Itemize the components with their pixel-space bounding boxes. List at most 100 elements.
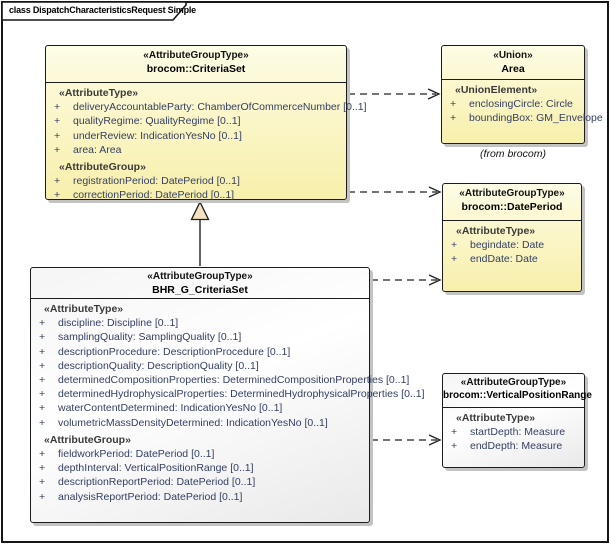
visibility-plus: + [54,175,61,188]
class-name: brocom::DatePeriod [461,201,563,213]
class-name: brocom::VerticalPositionRange [443,390,592,401]
attribute-row: +deliveryAccountableParty: ChamberOfComm… [46,100,367,114]
union-element-header: «UnionElement» [455,84,538,96]
attribute-row: + qualityRegime: QualityRegime [0..1] [46,114,342,128]
class-attribute-compartment: «AttributeType» +startDepth: Measure +en… [443,408,584,454]
connector-bhrcriteriaset-to-verticalpositionrange[interactable] [371,434,442,446]
attribute-text: deliveryAccountableParty: ChamberOfComme… [73,101,367,114]
class-name: Area [501,63,525,75]
attribute-text: registrationPeriod: DatePeriod [0..1] [73,175,240,188]
visibility-plus: + [39,462,46,475]
attribute-text: descriptionProcedure: DescriptionProcedu… [58,345,291,358]
class-header: «AttributeGroupType» BHR_G_CriteriaSet [31,268,369,299]
attribute-row: +descriptionReportPeriod: DatePeriod [0.… [31,475,365,489]
class-attribute-compartment: «AttributeType» +begindate: Date +endDat… [443,221,581,267]
visibility-plus: + [54,189,61,202]
class-box-brocom-criteriaset[interactable]: «AttributeGroupType» brocom::CriteriaSet… [45,45,367,203]
visibility-plus: + [54,143,61,156]
attribute-row: +correctionPeriod: DatePeriod [0..1] [46,188,342,202]
class-box-brocom-dateperiod[interactable]: «AttributeGroupType» brocom::DatePeriod … [442,183,582,292]
visibility-plus: + [451,426,458,439]
attribute-row: + depthInterval: VerticalPositionRange [0… [31,461,365,475]
visibility-plus: + [54,129,61,142]
visibility-plus: + [39,402,46,415]
class-attribute-compartment: «AttributeType» +deliveryAccountablePart… [46,83,367,203]
class-header: «Union» Area [442,46,584,80]
visibility-plus: + [450,98,457,111]
class-box-bhr-g-criteriaset[interactable]: «AttributeGroupType» BHR_G_CriteriaSet «… [30,267,425,523]
attribute-row: + determinedHydrophysicalProperties: Dete… [31,387,425,401]
class-attribute-compartment: «AttributeType» + discipline: Discipline … [31,299,425,504]
attribute-text: endDepth: Measure [470,440,563,453]
attribute-text: begindate: Date [470,239,545,252]
attribute-row: + fieldworkPeriod: DatePeriod [0..1] [31,447,365,461]
attribute-type-header: «AttributeType» [59,87,139,99]
attribute-row: +samplingQuality: SamplingQuality [0..1] [31,330,365,344]
connector-bhrcriteriaset-to-dateperiod[interactable] [371,274,442,286]
attribute-row: + waterContentDetermined: IndicationYesNo… [31,401,365,415]
attribute-text: determinedHydrophysicalProperties: Deter… [58,388,425,401]
connector-generalization-bhr-to-criteriaset[interactable] [190,200,210,266]
attribute-type-header: «AttributeType» [456,412,536,424]
attribute-row: + endDate: Date [443,252,577,266]
class-attribute-compartment: «UnionElement» +enclosingCircle: Circle … [442,80,603,126]
visibility-plus: + [450,112,457,125]
class-stereotype: «AttributeGroupType» [143,50,249,61]
visibility-plus: + [39,416,46,429]
attribute-row: + descriptionProcedure: DescriptionProced… [31,345,365,359]
generalization-triangle-icon [190,200,210,221]
attribute-text: analysisReportPeriod: DatePeriod [0..1] [58,490,243,503]
attribute-row: + registrationPeriod: DatePeriod [0..1] [46,174,342,188]
class-header: «AttributeGroupType» brocom::VerticalPos… [443,374,592,408]
class-box-brocom-verticalpositionrange[interactable]: «AttributeGroupType» brocom::VerticalPos… [442,373,592,468]
visibility-plus: + [39,448,46,461]
area-from-package-caption: (from brocom) [480,148,546,160]
attribute-row: + volumetricMassDensityDetermined: Indica… [31,416,365,430]
class-name: BHR_G_CriteriaSet [152,284,248,296]
attribute-row: + begindate: Date [443,238,577,252]
attribute-text: qualityRegime: QualityRegime [0..1] [73,115,241,128]
attribute-text: startDepth: Measure [470,426,566,439]
visibility-plus: + [54,115,61,128]
visibility-plus: + [39,476,46,489]
attribute-row: + area: Area [46,143,342,157]
attribute-row: + discipline: Discipline [0..1] [31,316,365,330]
visibility-plus: + [39,331,46,344]
attribute-row: + enclosingCircle: Circle [442,97,580,111]
attribute-group-header: «AttributeGroup» [44,433,131,446]
attribute-row: +descriptionQuality: DescriptionQuality … [31,359,365,373]
class-stereotype: «Union» [493,50,533,61]
attribute-type-header: «AttributeType» [44,303,124,315]
visibility-plus: + [39,345,46,358]
class-stereotype: «AttributeGroupType» [460,377,567,388]
visibility-plus: + [39,490,46,503]
connector-criteriaset-to-area[interactable] [348,88,441,100]
visibility-plus: + [39,317,46,330]
diagram-frame-tab [1,1,187,21]
attribute-text: depthInterval: VerticalPositionRange [0.… [58,462,254,475]
visibility-plus: + [451,253,458,266]
attribute-text: waterContentDetermined: IndicationYesNo … [58,402,283,415]
attribute-row: +underReview: IndicationYesNo [0..1] [46,129,342,143]
class-header: «AttributeGroupType» brocom::CriteriaSet [46,46,346,83]
visibility-plus: + [39,388,46,401]
attribute-text: enclosingCircle: Circle [469,98,573,111]
class-box-area[interactable]: «Union» Area «UnionElement» + enclosingCi… [441,45,603,144]
class-stereotype: «AttributeGroupType» [147,271,253,282]
attribute-text: fieldworkPeriod: DatePeriod [0..1] [58,448,215,461]
attribute-text: determinedCompositionProperties: Determi… [58,374,410,387]
attribute-row: + analysisReportPeriod: DatePeriod [0..1] [31,490,365,504]
attribute-text: area: Area [73,143,122,156]
attribute-text: endDate: Date [470,253,538,266]
attribute-text: volumetricMassDensityDetermined: Indicat… [58,416,328,429]
attribute-text: discipline: Discipline [0..1] [58,317,179,330]
connector-criteriaset-to-dateperiod[interactable] [348,186,442,198]
class-header: «AttributeGroupType» brocom::DatePeriod [443,184,581,221]
visibility-plus: + [39,359,46,372]
attribute-text: boundingBox: GM_Envelope [469,112,603,125]
attribute-group-header: «AttributeGroup» [59,161,146,174]
visibility-plus: + [451,239,458,252]
